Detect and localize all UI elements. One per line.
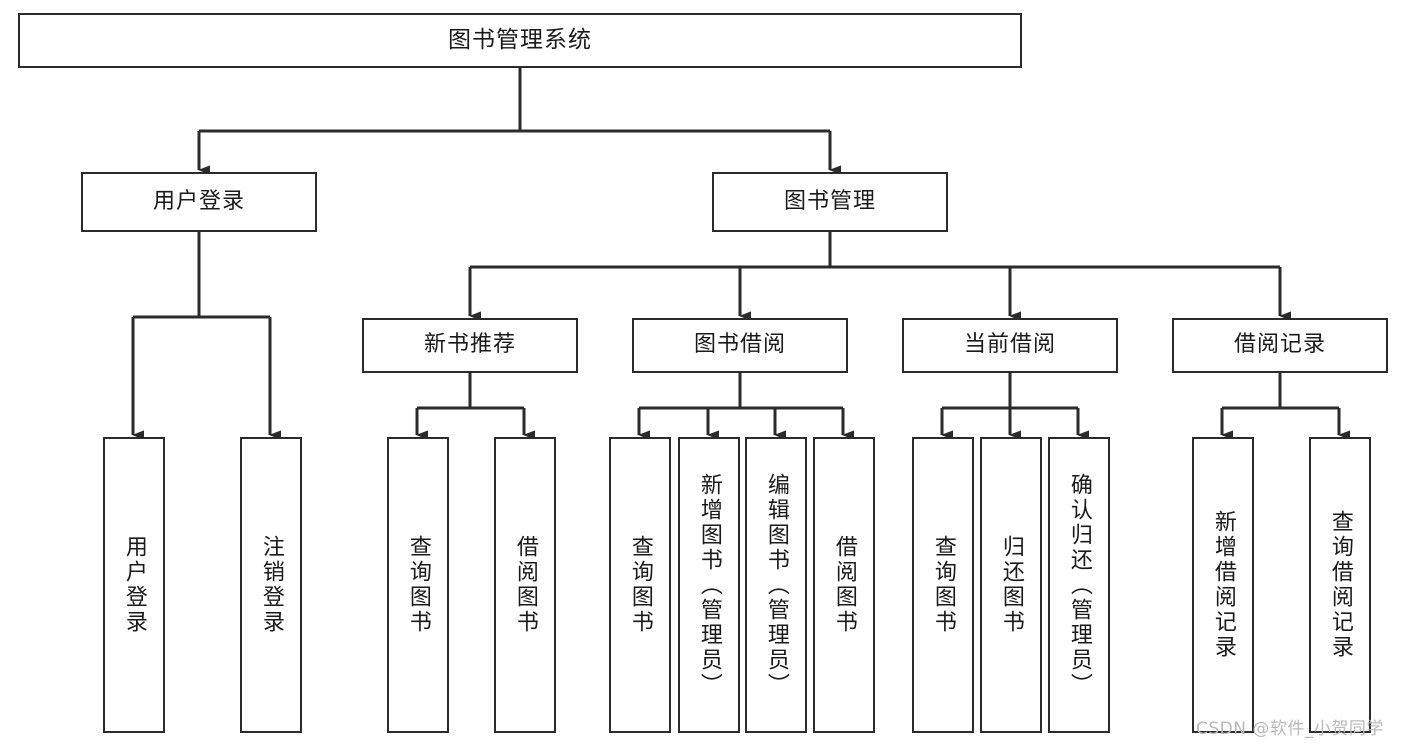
- node-book-management[interactable]: 图书管理: [712, 172, 948, 232]
- node-label: 图书管理系统: [448, 26, 592, 53]
- node-root-book-management-system[interactable]: 图书管理系统: [18, 13, 1022, 68]
- node-leaf-edit-book[interactable]: 编辑图书（管理员）: [745, 437, 807, 733]
- node-book-borrow[interactable]: 图书借阅: [632, 318, 848, 373]
- node-label: 查询图书: [405, 535, 431, 635]
- node-label: 查询图书: [930, 535, 956, 635]
- node-label: 用户登录: [121, 535, 147, 635]
- node-label: 用户登录: [152, 188, 245, 214]
- node-label: 新书推荐: [423, 332, 516, 358]
- node-label: 借阅图书: [512, 535, 538, 635]
- node-leaf-borrow-book-1[interactable]: 借阅图书: [494, 437, 556, 733]
- node-leaf-add-record[interactable]: 新增借阅记录: [1192, 437, 1254, 733]
- node-label: 新增借阅记录: [1210, 510, 1236, 660]
- node-leaf-user-login[interactable]: 用户登录: [103, 437, 165, 733]
- node-leaf-query-book-3[interactable]: 查询图书: [912, 437, 974, 733]
- node-label: 新增图书（管理员）: [696, 472, 722, 698]
- node-leaf-add-book[interactable]: 新增图书（管理员）: [678, 437, 740, 733]
- node-label: 注销登录: [258, 535, 284, 635]
- node-label: 当前借阅: [963, 332, 1056, 358]
- node-label: 编辑图书（管理员）: [763, 472, 789, 698]
- node-user-login[interactable]: 用户登录: [81, 172, 317, 232]
- node-borrow-record[interactable]: 借阅记录: [1172, 318, 1388, 373]
- node-leaf-query-record[interactable]: 查询借阅记录: [1309, 437, 1371, 733]
- node-leaf-return-book[interactable]: 归还图书: [980, 437, 1042, 733]
- node-leaf-query-book-2[interactable]: 查询图书: [609, 437, 671, 733]
- node-label: 确认归还（管理员）: [1066, 472, 1092, 698]
- node-new-book-recommend[interactable]: 新书推荐: [362, 318, 578, 373]
- node-leaf-logout[interactable]: 注销登录: [240, 437, 302, 733]
- node-leaf-confirm-return[interactable]: 确认归还（管理员）: [1048, 437, 1110, 733]
- node-label: 借阅图书: [831, 535, 857, 635]
- node-label: 图书管理: [783, 188, 876, 214]
- node-label: 借阅记录: [1233, 332, 1326, 358]
- node-label: 图书借阅: [693, 332, 786, 358]
- node-label: 归还图书: [998, 535, 1024, 635]
- node-current-borrow[interactable]: 当前借阅: [902, 318, 1118, 373]
- node-leaf-borrow-book-2[interactable]: 借阅图书: [813, 437, 875, 733]
- csdn-watermark: CSDN @软件_小贺同学: [1196, 719, 1384, 739]
- node-label: 查询图书: [627, 535, 653, 635]
- node-label: 查询借阅记录: [1327, 510, 1353, 660]
- node-leaf-query-book-1[interactable]: 查询图书: [387, 437, 449, 733]
